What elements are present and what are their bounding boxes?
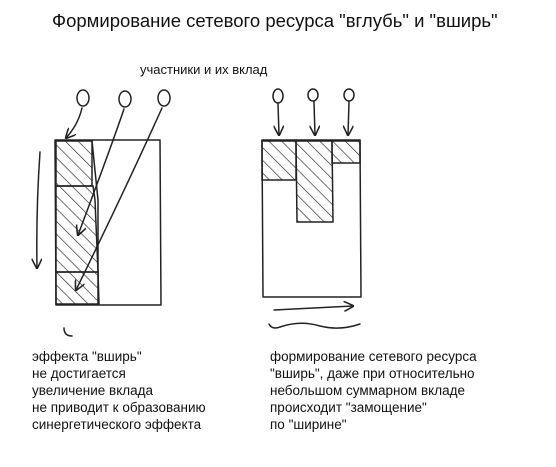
contribution-block (331, 140, 361, 164)
brace-mark (63, 327, 73, 337)
left-note-line: не достигается (32, 366, 126, 381)
participant-circle (76, 89, 90, 107)
right-note-line: происходит "замощение" (270, 400, 427, 415)
participants-label: участники и их вклад (140, 62, 268, 77)
participant-circle (157, 89, 171, 107)
depth-divider (91, 140, 99, 305)
participant-circle (343, 88, 355, 102)
contribution-arrow (78, 108, 125, 235)
left-note-line: не приводит к образованию (32, 400, 206, 415)
left-note-line: эффекта "вширь" (32, 349, 142, 364)
right-notes: формирование сетевого ресурса "вширь", д… (270, 348, 477, 433)
left-note-line: увеличение вклада (32, 383, 154, 398)
brace-mark (268, 322, 361, 329)
width-container (261, 139, 362, 298)
contribution-block (55, 140, 93, 187)
diagram-title: Формирование сетевого ресурса "вглубь" и… (52, 10, 498, 31)
right-note-line: небольшом суммарном вкладе (270, 383, 465, 398)
depth-direction-arrow (37, 151, 40, 268)
participant-circle (272, 88, 284, 104)
contribution-arrow (278, 103, 279, 135)
contribution-arrow (314, 101, 315, 135)
contribution-arrow (348, 101, 349, 135)
participant-circle (307, 88, 319, 102)
right-note-line: "вширь", даже при относительно (270, 366, 475, 381)
right-note-line: по "ширине" (270, 417, 347, 432)
right-note-line: формирование сетевого ресурса (270, 349, 477, 364)
width-direction-arrow (273, 306, 353, 310)
contribution-block (261, 140, 297, 181)
width-diagram (261, 88, 362, 329)
depth-diagram (37, 89, 171, 337)
contribution-block (295, 140, 334, 223)
contribution-arrow (76, 107, 163, 290)
left-note-line: синергетического эффекта (32, 417, 202, 432)
participant-circle (118, 90, 132, 108)
left-notes: эффекта "вширь" не достигается увеличени… (32, 348, 206, 433)
contribution-arrow (66, 107, 83, 138)
